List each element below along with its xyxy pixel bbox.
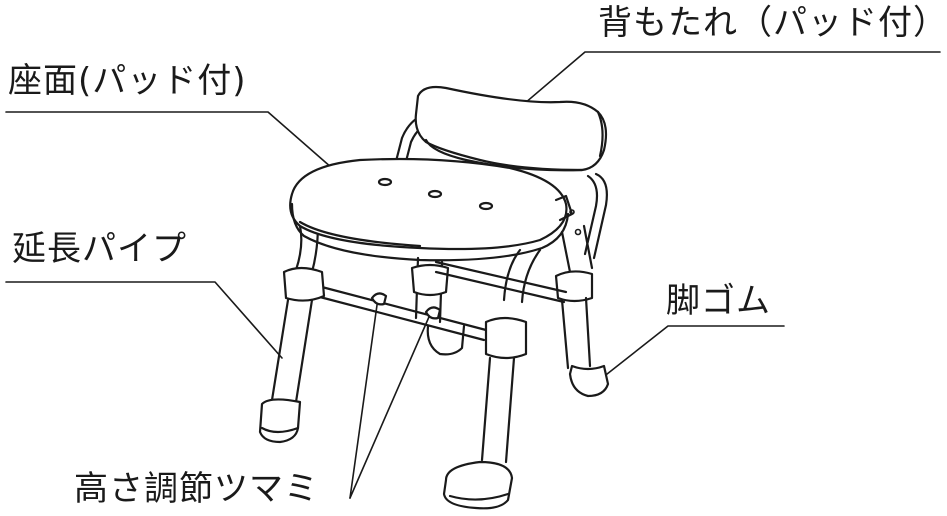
- backrest-pad: [414, 85, 608, 172]
- label-foot-rubber: 脚ゴム: [666, 281, 771, 321]
- leader-knob-1: [349, 297, 379, 499]
- label-extension-pipe: 延長パイプ: [12, 229, 187, 269]
- seat-pad: [289, 157, 574, 262]
- rear-legs: [410, 224, 610, 398]
- front-left-leg: [258, 222, 326, 444]
- leader-foot: [601, 325, 785, 379]
- frame-screws: [569, 209, 582, 236]
- front-right-leg: [442, 248, 542, 510]
- label-backrest: 背もたれ（パッド付）: [598, 3, 947, 43]
- cross-bars: [314, 260, 568, 342]
- leader-pipe: [5, 281, 283, 359]
- label-seat: 座面(パッド付): [8, 61, 247, 101]
- label-height-knob: 高さ調節ツマミ: [74, 469, 319, 509]
- leader-seat: [5, 111, 349, 183]
- leader-knob-2: [349, 309, 433, 499]
